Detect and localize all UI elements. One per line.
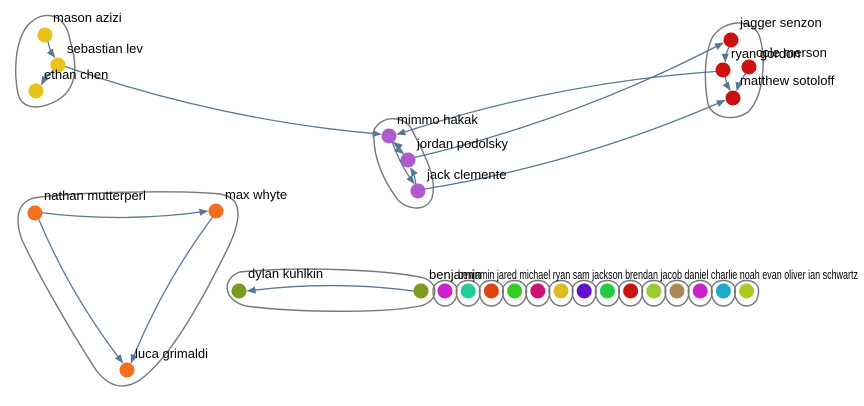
edge-cole-to-matthew [735,73,747,92]
strip-node-hull [501,279,528,307]
node-mimmo[interactable] [381,128,397,144]
edge-ryan-to-mimmo [396,70,716,136]
node-jordan[interactable] [400,152,416,168]
node-label-nathan: nathan mutterperl [44,188,146,203]
edge-benj-to-dylan [246,284,414,294]
strip-node[interactable] [739,283,755,299]
node-label-mimmo: mimmo hakak [397,112,478,127]
node-labels: mason azizi sebastian lev ethan chen jagger… [44,10,858,361]
node-matthew[interactable] [725,90,741,106]
strip-node[interactable] [483,283,499,299]
node-label-benj: benjamin [429,267,482,282]
strip-node[interactable] [599,283,615,299]
strip-node-hull [594,279,621,307]
node-label-dylan: dylan kuhlkin [248,266,323,281]
node-luca[interactable] [119,362,135,378]
strip-node-hull [617,279,644,307]
edge-mimmo-to-jordan [393,141,404,154]
node-mason[interactable] [37,27,53,43]
node-label-ethan: ethan chen [44,67,108,82]
strip-node-hull [432,279,458,307]
strip-node[interactable] [553,283,569,299]
node-jagger[interactable] [723,32,739,48]
strip-node-hull [525,279,551,307]
strip-node[interactable] [460,283,476,299]
cluster-hulls [15,14,764,387]
edge-nathan-to-luca [38,219,124,364]
node-benj[interactable] [413,283,429,299]
node-label-jack: jack clemente [426,167,506,182]
node-label-ryan: ryan gordon [731,46,800,61]
strip-node-hull [664,279,690,307]
strip-node[interactable] [437,283,453,299]
edge-jack-to-matthew [425,99,726,190]
strip-node[interactable] [715,283,731,299]
strip-node-hull [733,279,760,307]
node-label-luca: luca grimaldi [135,346,208,361]
node-dylan[interactable] [231,283,247,299]
edge-max-to-luca [130,217,213,364]
edge-sebastian-to-ethan [40,70,54,86]
node-label-jagger: jagger senzon [739,15,822,30]
cluster-hull-c4 [17,191,239,387]
node-label-sebastian: sebastian lev [67,41,143,56]
node-max[interactable] [208,203,224,219]
node-strip [432,279,760,307]
edges [38,41,747,364]
nodes [27,27,757,378]
node-label-jordan: jordan podolsky [416,136,509,151]
strip-node[interactable] [530,283,546,299]
strip-node-hull [571,279,597,307]
node-sebastian[interactable] [50,57,66,73]
strip-node-hull [548,279,574,307]
edge-mason-to-sebastian [46,41,56,58]
edge-sebastian-to-mimmo [65,65,382,138]
edge-jordan-to-jagger [414,42,724,159]
edge-jack-to-jordan [410,167,418,184]
strip-node-hull [710,279,737,307]
edge-ryan-to-matthew [722,77,731,91]
node-cole[interactable] [741,59,757,75]
cluster-hull-c2 [704,22,764,119]
strip-node[interactable] [692,283,708,299]
strip-node[interactable] [646,283,662,299]
cluster-hull-c5 [226,268,436,312]
strip-node[interactable] [507,283,523,299]
node-jack[interactable] [410,183,426,199]
node-label-matthew: matthew sotoloff [740,73,835,88]
strip-node[interactable] [669,283,685,299]
node-label-mason: mason azizi [53,10,122,25]
edge-nathan-to-max [42,208,209,219]
node-label-cole: cole merson [756,45,827,60]
strip-node-hull [687,279,713,307]
node-ryan[interactable] [715,62,731,78]
node-nathan[interactable] [27,205,43,221]
strip-node[interactable] [576,283,592,299]
strip-node-hull [455,279,481,307]
edge-jagger-to-ryan [721,46,730,63]
cluster-hull-c3 [373,118,434,209]
node-ethan[interactable] [28,83,44,99]
strip-overlap-labels: benjamin jared michael ryan sam jackson … [458,267,858,282]
node-label-max: max whyte [225,187,287,202]
strip-node-hull [478,279,505,307]
strip-node-hull [641,279,667,307]
strip-node[interactable] [623,283,639,299]
cluster-hull-c1 [15,14,76,108]
